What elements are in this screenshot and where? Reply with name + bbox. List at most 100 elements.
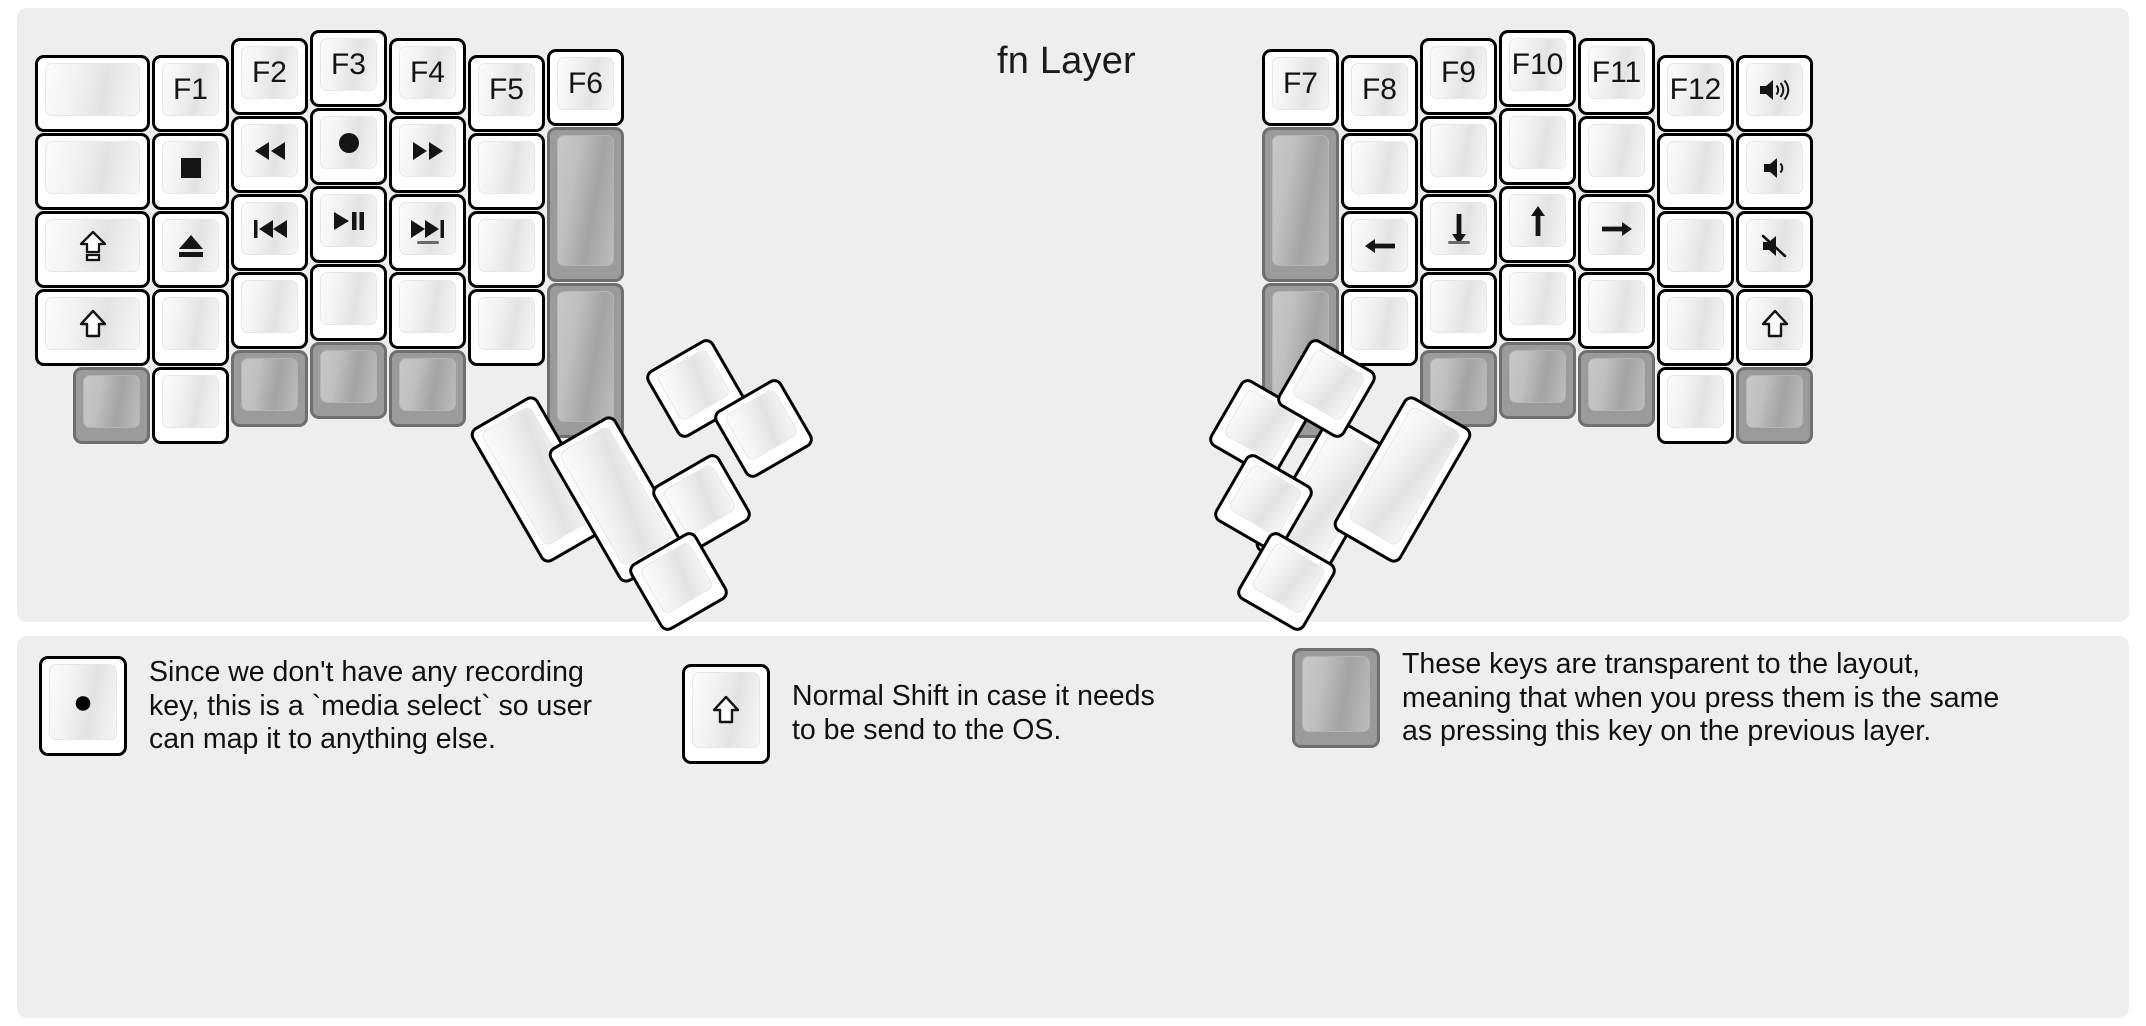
key-left-r4-c7[interactable] [547,283,624,438]
key-right-r2-c1[interactable] [1262,127,1339,282]
key-right-r5-c7[interactable] [1736,367,1813,444]
key-right-r2-c5[interactable] [1578,116,1655,193]
key-right-r5-c3[interactable] [1420,350,1497,427]
mute-icon [1761,234,1786,257]
key-left-r2-c1[interactable] [35,133,150,210]
key-left-r2-c6[interactable] [468,133,545,210]
key-right-r4-c5[interactable] [1578,272,1655,349]
key-left-r3-c1[interactable] [35,211,150,288]
key-right-r4-c4[interactable] [1499,264,1576,341]
key-left-r5-c2[interactable] [152,367,229,444]
keycap-surface [241,358,298,411]
key-right-r1-c7[interactable] [1736,55,1813,132]
key-right-r1-c6[interactable]: F12 [1657,55,1734,132]
key-left-r1-c1[interactable] [35,55,150,132]
key-right-r4-c7[interactable] [1736,289,1813,366]
key-left-r1-c2[interactable]: F1 [152,55,229,132]
keycap-surface [1272,57,1329,110]
key-right-r3-c6[interactable] [1657,211,1734,288]
keycap-surface [241,280,298,333]
key-right-r1-c5[interactable]: F11 [1578,38,1655,115]
key-right-r2-c3[interactable] [1420,116,1497,193]
key-right-r5-c6[interactable] [1657,367,1734,444]
key-left-r3-c2[interactable] [152,211,229,288]
key-right-r1-c4[interactable]: F10 [1499,30,1576,107]
keycap-surface [1667,297,1724,350]
arrowdown-icon [1451,213,1466,244]
key-left-r5-c3[interactable] [231,350,308,427]
key-right-r3-c4[interactable] [1499,186,1576,263]
key-left-r1-c4[interactable]: F3 [310,30,387,107]
key-left-r2-c2[interactable] [152,133,229,210]
keycap-surface [1667,141,1724,194]
key-right-r2-c7[interactable] [1736,133,1813,210]
keycap-surface [1746,297,1803,350]
key-right-r1-c2[interactable]: F8 [1341,55,1418,132]
shift-icon [712,695,740,724]
legend-note-text: Normal Shift in case it needs to be send… [792,680,1155,746]
arrowright-icon [1601,221,1632,236]
key-left-r1-c5[interactable]: F4 [389,38,466,115]
key-right-r3-c3[interactable] [1420,194,1497,271]
key-right-r4-c2[interactable] [1341,289,1418,366]
keycap-surface [1746,63,1803,116]
keycap-surface [1430,358,1487,411]
legend-panel: ● Since we don't have any recording key,… [17,636,2129,1018]
key-left-r4-c2[interactable] [152,289,229,366]
homing-bar [1447,241,1470,244]
key-right-r4-c3[interactable] [1420,272,1497,349]
playpause-icon [333,211,364,230]
key-right-r3-c2[interactable] [1341,211,1418,288]
arrowup-icon [1530,205,1545,236]
key-left-r2-c7[interactable] [547,127,624,282]
key-left-r5-c1[interactable] [73,367,150,444]
keycap-surface [1351,63,1408,116]
keycap-surface [1588,358,1645,411]
eject-icon [178,234,203,257]
key-left-r3-c6[interactable] [468,211,545,288]
key-left-r4-c6[interactable] [468,289,545,366]
key-left-r3-c3[interactable] [231,194,308,271]
key-left-r4-c1[interactable] [35,289,150,366]
legend-key-shift [682,664,770,764]
shift-icon [79,309,106,337]
keycap-surface [1430,202,1487,255]
keycap-surface [1302,656,1370,733]
key-left-r1-c3[interactable]: F2 [231,38,308,115]
keycap-surface [241,46,298,99]
volumeup-icon [1759,79,1789,100]
keycap-surface [478,141,535,194]
key-right-r1-c3[interactable]: F9 [1420,38,1497,115]
key-left-r3-c4[interactable] [310,186,387,263]
page-title: fn Layer [997,40,1136,82]
rewind-icon [254,141,285,160]
key-left-r1-c7[interactable]: F6 [547,49,624,126]
key-left-r3-c5[interactable] [389,194,466,271]
record-icon [338,132,359,153]
keycap-surface [1667,375,1724,428]
key-right-r2-c4[interactable] [1499,108,1576,185]
keycap-surface [638,540,715,616]
key-right-r1-c1[interactable]: F7 [1262,49,1339,126]
key-left-r4-c3[interactable] [231,272,308,349]
key-right-r2-c6[interactable] [1657,133,1734,210]
key-right-r4-c6[interactable] [1657,289,1734,366]
keycap-surface [1509,38,1566,91]
key-right-r3-c7[interactable] [1736,211,1813,288]
nexttrack-icon [410,219,444,238]
key-right-r2-c2[interactable] [1341,133,1418,210]
key-left-r2-c3[interactable] [231,116,308,193]
key-right-r5-c4[interactable] [1499,342,1576,419]
key-left-r5-c5[interactable] [389,350,466,427]
key-left-r1-c6[interactable]: F5 [468,55,545,132]
key-left-r4-c4[interactable] [310,264,387,341]
key-left-r2-c5[interactable] [389,116,466,193]
key-right-r5-c5[interactable] [1578,350,1655,427]
key-left-r5-c4[interactable] [310,342,387,419]
key-left-r4-c5[interactable] [389,272,466,349]
key-right-r3-c5[interactable] [1578,194,1655,271]
key-left-r2-c4[interactable] [310,108,387,185]
